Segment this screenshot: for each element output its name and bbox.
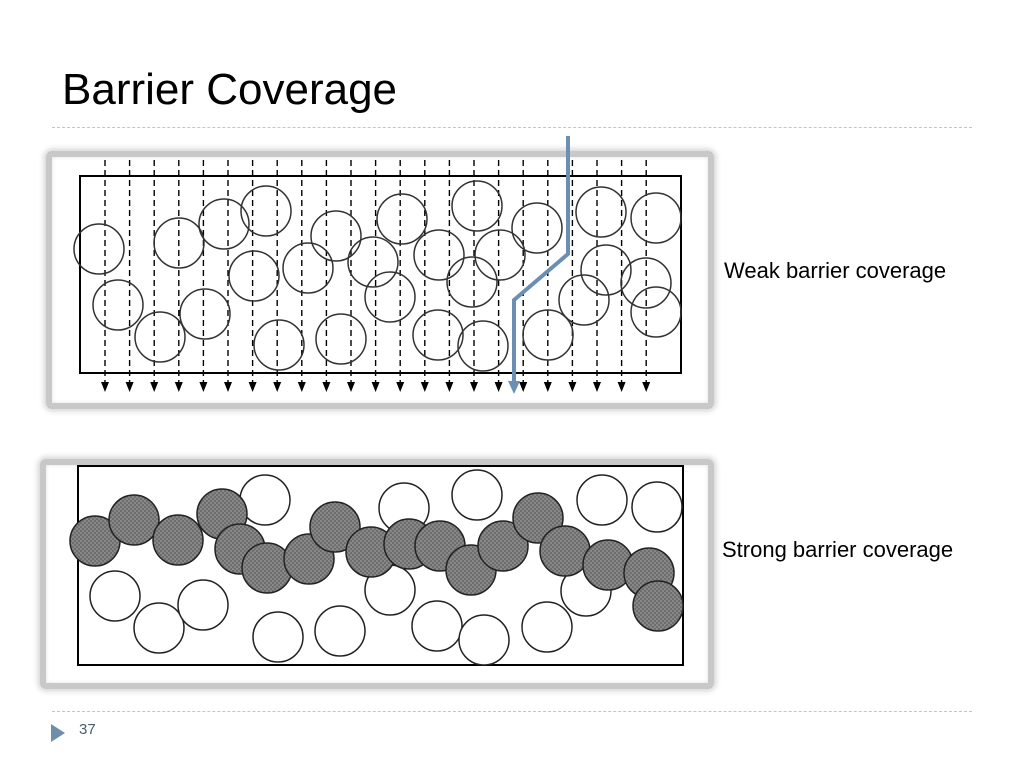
sensor-circle: [630, 192, 682, 244]
intruder-path: [508, 136, 570, 394]
weak-panel: [73, 136, 682, 394]
sensor-circle: [153, 217, 205, 269]
arrow-head: [519, 382, 528, 392]
sensor-circle: [134, 311, 186, 363]
arrow-head: [642, 382, 651, 392]
sensor-circle: [92, 279, 144, 331]
sensor-circle: [620, 257, 672, 309]
sensor-circle: [522, 309, 574, 361]
sensor-circle: [179, 288, 231, 340]
sensor-circle: [457, 320, 509, 372]
barrier-sensor-circle: [108, 494, 160, 546]
sensor-circle: [631, 481, 683, 533]
arrow-head: [101, 382, 109, 392]
page-number: 37: [79, 721, 96, 738]
strong-panel: [69, 465, 684, 666]
sensor-circle: [240, 185, 292, 237]
sensor-circle: [446, 256, 498, 308]
strong-caption: Strong barrier coverage: [722, 537, 954, 562]
arrow-head: [322, 382, 331, 392]
sensor-circle: [576, 474, 628, 526]
sensor-circle: [228, 250, 280, 302]
barrier-sensor-circle: [632, 580, 684, 632]
arrow-head: [248, 382, 257, 392]
top-divider: [52, 127, 972, 128]
sensor-circle: [451, 180, 503, 232]
arrow-head: [593, 382, 601, 392]
arrow-head: [224, 382, 232, 392]
sensor-circle: [133, 602, 185, 654]
barrier-sensors: [69, 488, 684, 632]
arrow-head: [470, 382, 478, 392]
arrow-head: [347, 382, 355, 392]
sensor-circle: [89, 570, 141, 622]
arrow-head: [420, 382, 429, 392]
sensor-circle: [253, 319, 305, 371]
sensor-circle: [451, 469, 503, 521]
bottom-divider: [52, 711, 972, 712]
arrow-head: [125, 382, 134, 392]
sensor-circle: [411, 600, 463, 652]
barrier-sensor-circle: [152, 514, 204, 566]
arrow-head: [150, 382, 159, 392]
sensor-circle: [364, 271, 416, 323]
barrier-sensor-circle: [477, 520, 529, 572]
arrow-head: [297, 382, 306, 392]
barrier-sensor-circle: [241, 542, 293, 594]
sensor-circle: [314, 605, 366, 657]
weak-field-rect: [79, 175, 682, 374]
sensor-circle: [521, 601, 573, 653]
barrier-sensor-circle: [309, 501, 361, 553]
arrow-head: [494, 382, 503, 392]
sensor-circle: [580, 244, 632, 296]
sensor-circle: [177, 579, 229, 631]
sensor-circle: [474, 229, 526, 281]
arrow-head: [445, 382, 454, 392]
sensor-circle: [630, 286, 682, 338]
triangle-bullet-icon: [51, 724, 65, 742]
sensor-circle: [282, 242, 334, 294]
strong-field-rect: [77, 465, 684, 666]
sensor-circle: [575, 186, 627, 238]
sensor-circle: [198, 198, 250, 250]
sensor-circle: [315, 313, 367, 365]
non-barrier-sensors: [89, 469, 683, 666]
weak-panel-frame: [46, 151, 714, 409]
sensor-circle: [458, 614, 510, 666]
weak-sensors: [73, 180, 682, 372]
arrow-head: [617, 382, 626, 392]
sensor-circle: [558, 274, 610, 326]
arrow-head: [371, 382, 380, 392]
intrusion-arrows: [101, 160, 651, 392]
weak-caption: Weak barrier coverage: [724, 258, 947, 283]
sensor-circle: [376, 193, 428, 245]
arrow-head: [199, 382, 208, 392]
sensor-circle: [511, 202, 563, 254]
slide-title: Barrier Coverage: [62, 65, 398, 114]
sensor-circle: [252, 611, 304, 663]
arrow-head: [396, 382, 405, 392]
sensor-circle: [310, 210, 362, 262]
arrow-head: [543, 382, 552, 392]
arrow-head: [273, 382, 282, 392]
sensor-circle: [347, 236, 399, 288]
arrow-head: [568, 382, 577, 392]
sensor-circle: [412, 309, 464, 361]
sensor-circle: [73, 223, 125, 275]
arrow-head: [174, 382, 183, 392]
strong-panel-frame: [40, 459, 714, 689]
sensor-circle: [413, 229, 465, 281]
